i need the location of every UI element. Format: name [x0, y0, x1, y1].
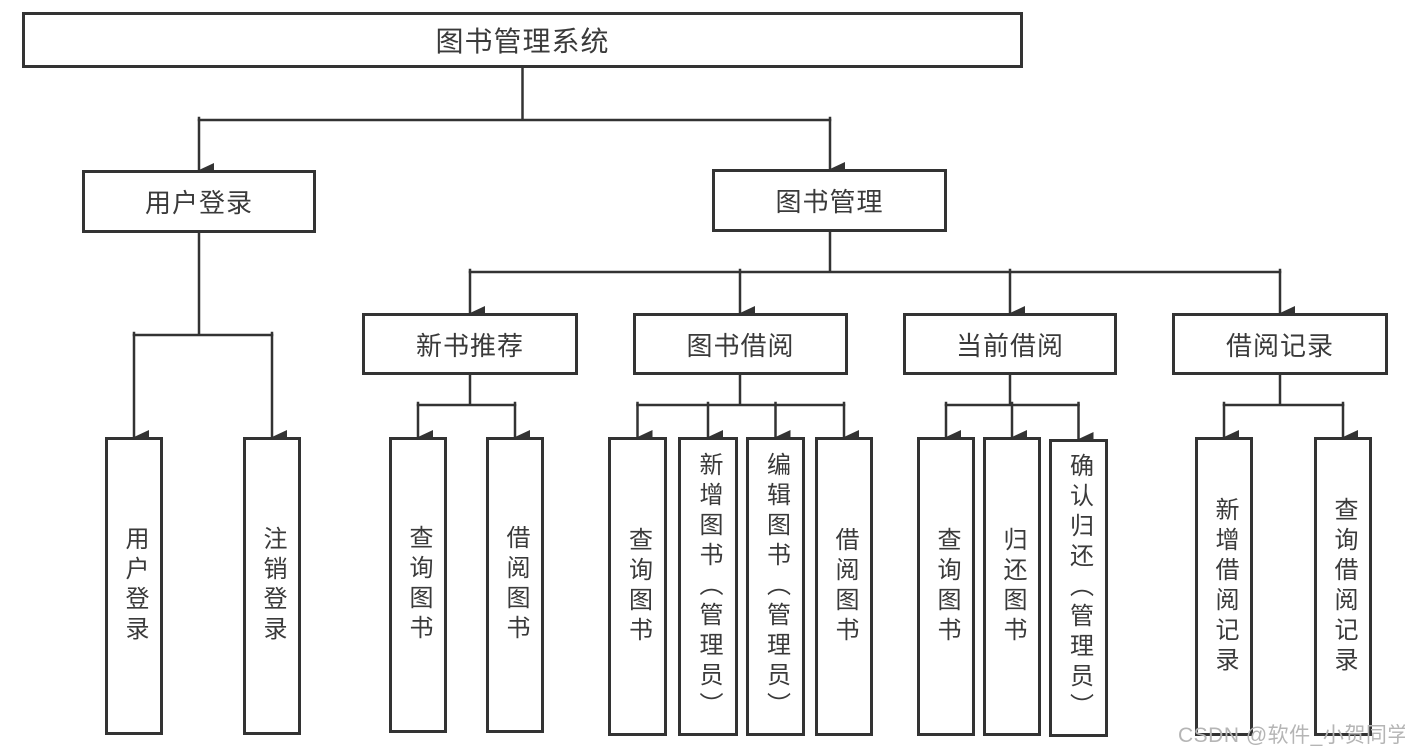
node-user-login: 用户登录 — [82, 170, 316, 233]
csdn-watermark: CSDN @软件_小贺同学 — [1178, 724, 1405, 747]
leaf-logout: 注销登录 — [243, 437, 301, 735]
leaf-return-book: 归还图书 — [983, 437, 1041, 736]
node-label: 用户登录 — [144, 188, 253, 218]
node-label: 图书借阅 — [686, 330, 795, 361]
node-borrow-records: 借阅记录 — [1172, 313, 1388, 375]
leaf-query-books-borrow: 查询图书 — [608, 437, 667, 736]
node-current-borrow: 当前借阅 — [903, 313, 1117, 375]
edge-book-borrow-children — [636, 373, 859, 444]
leaf-label: 查询图书 — [405, 525, 432, 645]
edge-borrow-records-children — [1222, 373, 1358, 444]
edge-book-management-children — [468, 230, 1295, 320]
leaf-query-books-current: 查询图书 — [917, 437, 975, 736]
leaf-add-book-admin: 新增图书（管理员） — [678, 437, 738, 736]
edge-new-book-recommend-children — [416, 373, 530, 444]
node-label: 图书管理系统 — [435, 26, 610, 57]
edge-user-login-children — [132, 231, 287, 444]
leaf-edit-book-admin: 编辑图书（管理员） — [746, 437, 805, 736]
node-book-borrow: 图书借阅 — [633, 313, 848, 375]
node-label: 新书推荐 — [415, 330, 524, 361]
leaf-borrow-books-recommend: 借阅图书 — [486, 437, 544, 733]
leaf-label: 用户登录 — [121, 526, 148, 646]
node-new-book-recommend: 新书推荐 — [362, 313, 578, 375]
leaf-user-login: 用户登录 — [105, 437, 163, 735]
leaf-query-books-recommend: 查询图书 — [389, 437, 447, 733]
leaf-label: 编辑图书（管理员） — [762, 451, 790, 722]
leaf-label: 借阅图书 — [502, 525, 529, 645]
leaf-label: 注销登录 — [259, 526, 286, 646]
node-label: 借阅记录 — [1225, 330, 1334, 361]
node-label: 图书管理 — [775, 187, 884, 217]
leaf-label: 查询图书 — [933, 526, 960, 647]
edge-current-borrow-children — [944, 373, 1094, 446]
leaf-borrow-book: 借阅图书 — [815, 437, 873, 736]
leaf-label: 查询借阅记录 — [1330, 496, 1357, 677]
leaf-query-borrow-record: 查询借阅记录 — [1314, 437, 1372, 736]
node-label: 当前借阅 — [955, 330, 1064, 361]
edge-root-to-level2 — [197, 66, 845, 177]
leaf-add-borrow-record: 新增借阅记录 — [1195, 437, 1253, 736]
leaf-label: 归还图书 — [999, 526, 1026, 647]
leaf-label: 新增借阅记录 — [1211, 496, 1238, 677]
leaf-label: 确认归还（管理员） — [1065, 453, 1093, 723]
leaf-label: 借阅图书 — [831, 526, 858, 647]
leaf-label: 新增图书（管理员） — [695, 451, 722, 722]
leaf-label: 查询图书 — [624, 526, 652, 647]
node-root-library-system: 图书管理系统 — [22, 12, 1023, 68]
node-book-management: 图书管理 — [712, 169, 947, 232]
leaf-confirm-return-admin: 确认归还（管理员） — [1049, 439, 1108, 737]
